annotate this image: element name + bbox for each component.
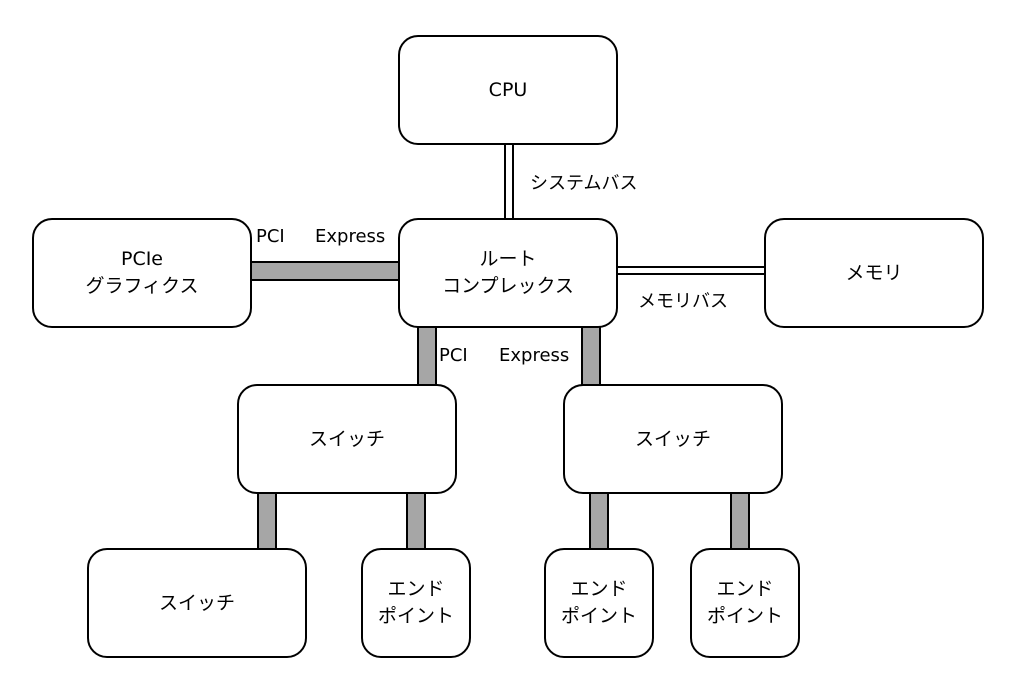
- node-label: エンドポイント: [561, 576, 637, 630]
- node-label-line: グラフィクス: [85, 275, 199, 297]
- node-label: スイッチ: [635, 426, 711, 453]
- node-label: メモリ: [845, 260, 902, 287]
- node-label-line: ポイント: [560, 605, 637, 627]
- endpoint-node-1[interactable]: エンドポイント: [361, 548, 471, 658]
- node-label-line: メモリ: [845, 261, 903, 284]
- pcie-link-endpoint-1: [406, 489, 426, 552]
- root-complex-node[interactable]: ルートコンプレックス: [398, 218, 618, 328]
- memory-bus-label: メモリバス: [638, 291, 728, 312]
- node-label-line: エンド: [716, 578, 774, 600]
- node-label-line: CPU: [488, 78, 528, 101]
- pci-express-top-label-express: Express: [315, 226, 386, 247]
- node-label-line: PCIe: [120, 248, 164, 270]
- node-label-line: ルート: [479, 248, 537, 270]
- node-label-line: ポイント: [377, 605, 454, 627]
- node-label-line: スイッチ: [308, 427, 385, 450]
- endpoint-node-2[interactable]: エンドポイント: [544, 548, 654, 658]
- node-label: CPU: [489, 77, 528, 104]
- pcie-link-endpoint-2: [589, 489, 609, 552]
- node-label-line: スイッチ: [634, 427, 711, 450]
- pci-express-mid-label-pci: PCI: [439, 345, 468, 366]
- node-label-line: スイッチ: [158, 591, 235, 614]
- pcie-link-switch-bottom: [257, 489, 277, 552]
- pcie-link-endpoint-3: [730, 489, 750, 552]
- pcie-link-switch-left: [417, 324, 437, 387]
- node-label-line: コンプレックス: [442, 275, 574, 297]
- pcie-graphics-node[interactable]: PCIe グラフィクス: [32, 218, 252, 328]
- memory-node[interactable]: メモリ: [764, 218, 984, 328]
- node-label-line: エンド: [570, 578, 628, 600]
- node-label: スイッチ: [159, 590, 235, 617]
- node-label-line: ポイント: [706, 605, 783, 627]
- cpu-node[interactable]: CPU: [398, 35, 618, 145]
- system-bus-fill: [505, 143, 513, 220]
- pci-express-mid-label-express: Express: [499, 345, 570, 366]
- node-label: エンドポイント: [378, 576, 454, 630]
- pcie-link-graphics: [249, 261, 401, 281]
- node-label: PCIe グラフィクス: [85, 246, 198, 300]
- switch-left-node[interactable]: スイッチ: [237, 384, 457, 494]
- node-label: スイッチ: [309, 426, 385, 453]
- pcie-link-switch-right: [581, 324, 601, 387]
- node-label: エンドポイント: [707, 576, 783, 630]
- system-bus-label: システムバス: [530, 173, 638, 194]
- node-label-line: エンド: [387, 578, 445, 600]
- node-label: ルートコンプレックス: [442, 246, 574, 300]
- switch-right-node[interactable]: スイッチ: [563, 384, 783, 494]
- endpoint-node-3[interactable]: エンドポイント: [690, 548, 800, 658]
- switch-bottom-node[interactable]: スイッチ: [87, 548, 307, 658]
- system-bus-connector: [504, 143, 514, 220]
- pci-express-top-label-pci: PCI: [256, 226, 285, 247]
- memory-bus-connector: [615, 266, 766, 275]
